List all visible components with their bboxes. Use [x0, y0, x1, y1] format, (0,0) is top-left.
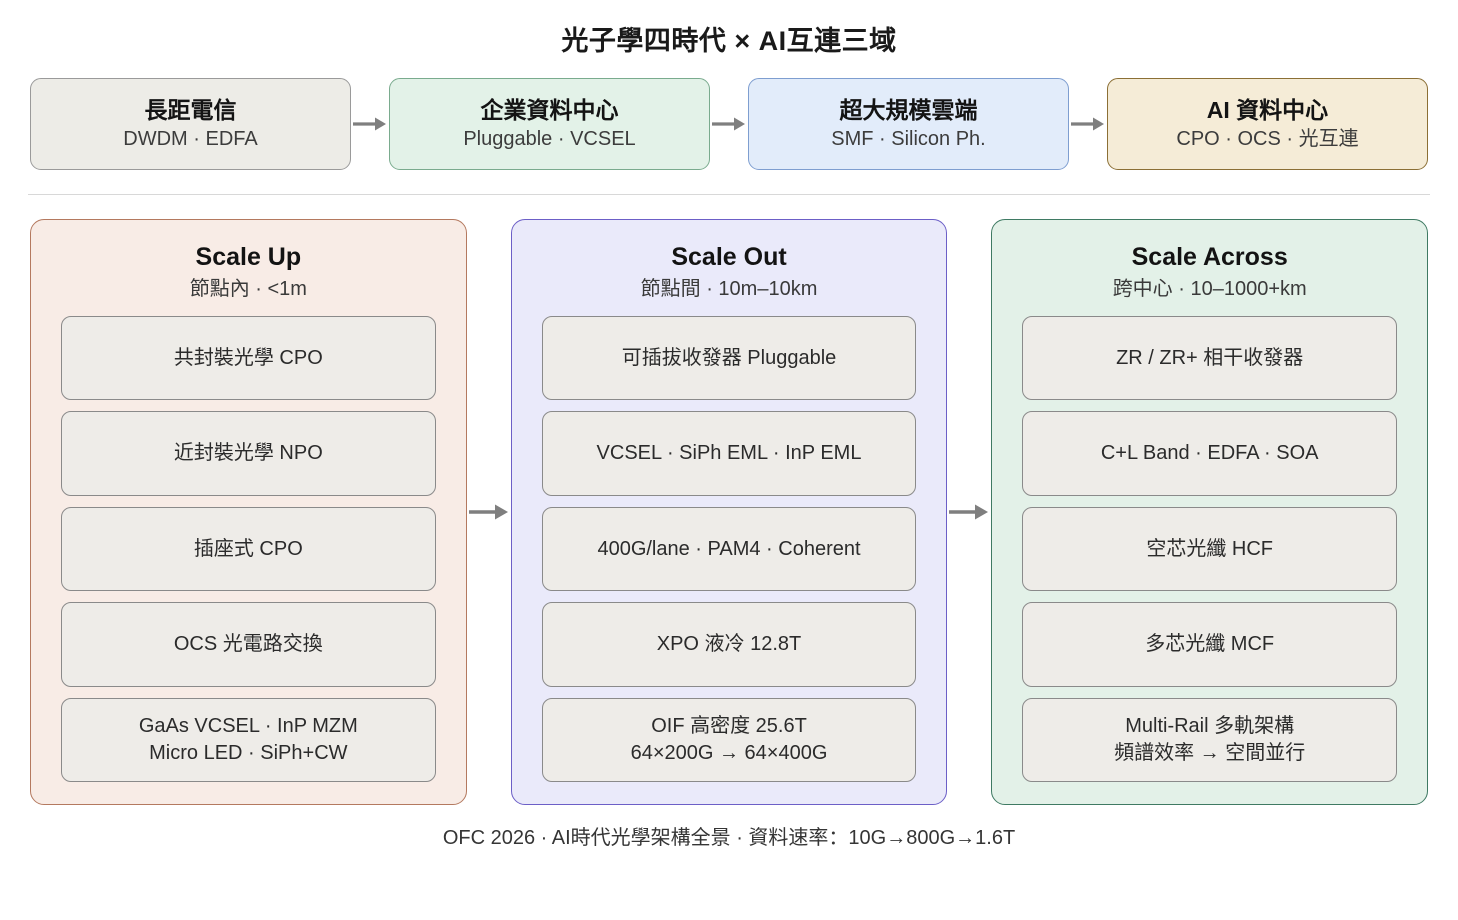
column-scale-across[interactable]: Scale Across 跨中心 · 10–1000+km ZR / ZR+ 相… — [991, 219, 1429, 805]
timeline-stage-detail: Pluggable · VCSEL — [463, 128, 636, 151]
column-scale-up[interactable]: Scale Up 節點內 · <1m 共封裝光學 CPO 近封裝光學 NPO 插… — [30, 219, 467, 805]
arrow-right-icon — [1071, 117, 1104, 131]
timeline-stage-detail: DWDM · EDFA — [123, 128, 258, 151]
list-item[interactable]: C+L Band · EDFA · SOA — [1022, 411, 1398, 496]
list-item[interactable]: 可插拔收發器 Pluggable — [541, 316, 917, 401]
list-item[interactable]: 多芯光纖 MCF — [1022, 602, 1398, 687]
column-scale-out[interactable]: Scale Out 節點間 · 10m–10km 可插拔收發器 Pluggabl… — [510, 219, 948, 805]
list-item[interactable]: OCS 光電路交換 — [61, 602, 436, 687]
column-item-list: 可插拔收發器 Pluggable VCSEL · SiPh EML · InP … — [541, 316, 917, 783]
arrow-right-icon — [949, 504, 989, 520]
timeline-row: 長距電信 DWDM · EDFA 企業資料中心 Pluggable · VCSE… — [0, 58, 1458, 170]
arrow-right-icon — [353, 117, 386, 131]
list-item[interactable]: GaAs VCSEL · InP MZM Micro LED · SiPh+CW — [61, 697, 436, 783]
list-item[interactable]: 空芯光纖 HCF — [1022, 506, 1398, 592]
diagram-root: 光子學四時代 × AI互連三域 長距電信 DWDM · EDFA 企業資料中心 … — [0, 26, 1458, 849]
list-item[interactable]: OIF 高密度 25.6T 64×200G → 64×400G — [541, 697, 917, 783]
column-item-list: ZR / ZR+ 相干收發器 C+L Band · EDFA · SOA 空芯光… — [1022, 316, 1398, 783]
list-item[interactable]: 近封裝光學 NPO — [61, 411, 436, 496]
column-title: Scale Across — [1131, 243, 1288, 271]
timeline-stage-ai-dc[interactable]: AI 資料中心 CPO · OCS · 光互連 — [1107, 78, 1428, 170]
column-arrow-1 — [467, 219, 511, 805]
column-subtitle: 跨中心 · 10–1000+km — [1112, 278, 1307, 300]
list-item[interactable]: 400G/lane · PAM4 · Coherent — [541, 506, 917, 592]
section-divider — [28, 194, 1430, 195]
timeline-stage-detail: CPO · OCS · 光互連 — [1176, 128, 1359, 151]
arrow-right-icon — [712, 117, 745, 131]
list-item[interactable]: 插座式 CPO — [61, 506, 436, 592]
list-item[interactable]: Multi-Rail 多軌架構 頻譜效率 → 空間並行 — [1022, 697, 1398, 783]
timeline-stage-title: AI 資料中心 — [1206, 96, 1329, 123]
scale-columns-row: Scale Up 節點內 · <1m 共封裝光學 CPO 近封裝光學 NPO 插… — [0, 195, 1458, 805]
arrow-right-icon — [468, 504, 508, 520]
timeline-stage-long-haul[interactable]: 長距電信 DWDM · EDFA — [30, 78, 351, 170]
list-item[interactable]: ZR / ZR+ 相干收發器 — [1022, 316, 1398, 401]
timeline-stage-title: 長距電信 — [144, 96, 237, 123]
column-title: Scale Up — [195, 243, 302, 271]
timeline-stage-hyperscale-cloud[interactable]: 超大規模雲端 SMF · Silicon Ph. — [748, 78, 1069, 170]
timeline-stage-title: 企業資料中心 — [480, 96, 619, 123]
column-item-list: 共封裝光學 CPO 近封裝光學 NPO 插座式 CPO OCS 光電路交換 Ga… — [61, 316, 436, 783]
list-item[interactable]: XPO 液冷 12.8T — [541, 602, 917, 687]
timeline-stage-title: 超大規模雲端 — [839, 96, 978, 123]
column-subtitle: 節點內 · <1m — [189, 278, 307, 300]
timeline-arrow-2 — [710, 116, 748, 132]
list-item[interactable]: 共封裝光學 CPO — [61, 316, 436, 401]
column-subtitle: 節點間 · 10m–10km — [640, 278, 818, 300]
column-arrow-2 — [947, 219, 991, 805]
timeline-arrow-3 — [1069, 116, 1107, 132]
timeline-stage-detail: SMF · Silicon Ph. — [831, 128, 986, 151]
list-item[interactable]: VCSEL · SiPh EML · InP EML — [541, 411, 917, 496]
timeline-stage-enterprise-dc[interactable]: 企業資料中心 Pluggable · VCSEL — [389, 78, 710, 170]
footer-caption: OFC 2026 · AI時代光學架構全景 · 資料速率：10G→800G→1.… — [442, 827, 1016, 849]
page-title: 光子學四時代 × AI互連三域 — [561, 26, 897, 56]
column-title: Scale Out — [671, 243, 787, 271]
timeline-arrow-1 — [351, 116, 389, 132]
